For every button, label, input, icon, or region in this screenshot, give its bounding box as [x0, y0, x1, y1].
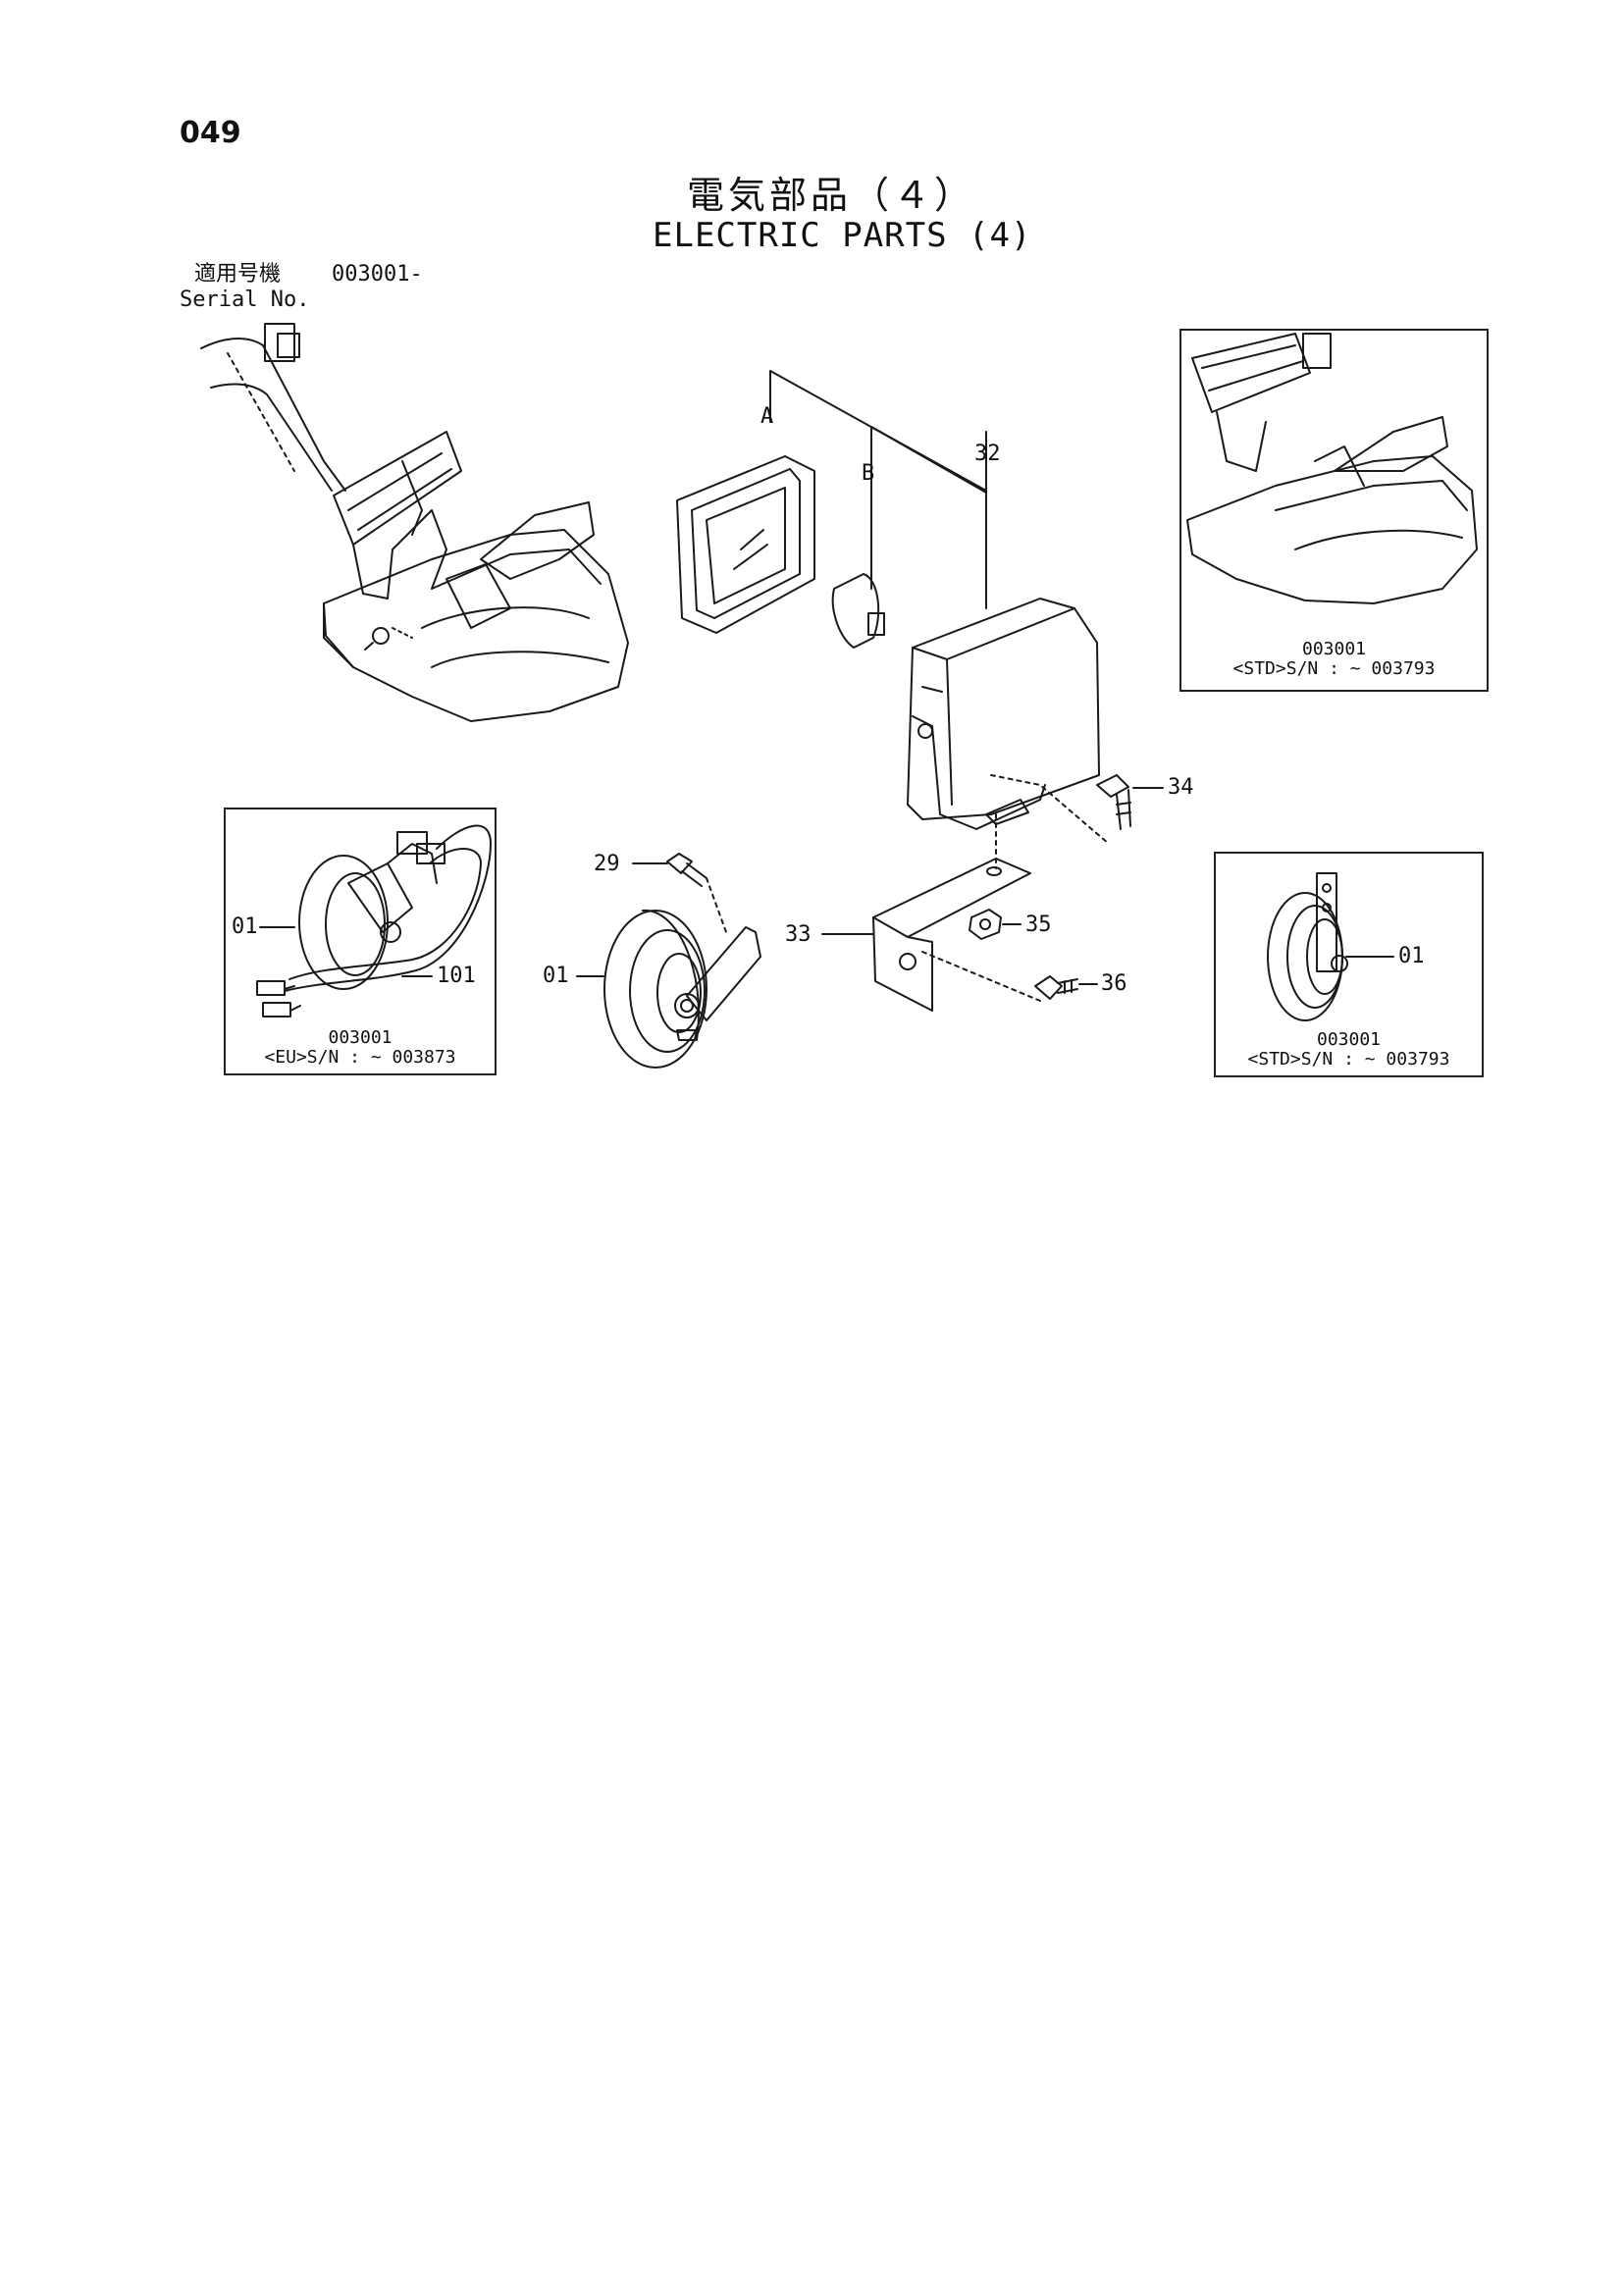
serial-value: 003001-	[332, 262, 423, 287]
title-english: ELECTRIC PARTS (4)	[653, 216, 1032, 255]
bolt-36	[1034, 975, 1098, 1000]
callout-a: A	[760, 404, 774, 429]
excavator-cab-main	[200, 323, 629, 722]
callout-32: 32	[974, 442, 1001, 466]
serial-label-jp: 適用号機	[194, 262, 282, 287]
callout-36: 36	[1101, 971, 1127, 996]
caption-horn-std-serial: 003001	[1316, 1029, 1382, 1050]
callout-34: 34	[1168, 775, 1194, 800]
horn-main	[603, 909, 761, 1069]
nut-35	[969, 909, 1022, 940]
caption-cab-std-serial: 003001	[1301, 639, 1367, 659]
callout-29: 29	[594, 852, 620, 876]
horn-std	[1267, 872, 1348, 1021]
callout-01-std: 01	[1398, 944, 1425, 968]
bolt-29	[632, 853, 727, 933]
title-japanese: 電気部品（４）	[687, 174, 976, 217]
caption-cab-std-range: <STD>S/N : ~ 003793	[1232, 658, 1436, 679]
work-light-assembly	[676, 370, 1110, 869]
caption-horn-eu-range: <EU>S/N : ~ 003873	[264, 1047, 456, 1068]
bracket-33	[872, 858, 1041, 1012]
caption-cab-std: 003001 <STD>S/N : ~ 003793	[1179, 640, 1489, 679]
callout-35: 35	[1025, 913, 1052, 937]
bolt-34	[1096, 774, 1164, 830]
caption-horn-std-range: <STD>S/N : ~ 003793	[1247, 1049, 1450, 1070]
caption-horn-std: 003001 <STD>S/N : ~ 003793	[1214, 1030, 1484, 1070]
callout-101: 101	[437, 964, 476, 988]
caption-horn-eu-serial: 003001	[328, 1027, 393, 1048]
callout-b: B	[862, 461, 875, 486]
caption-horn-eu: 003001 <EU>S/N : ~ 003873	[224, 1028, 497, 1068]
inset-cab-std	[1179, 329, 1489, 692]
inset-horn-eu	[224, 808, 497, 1075]
callout-33: 33	[785, 922, 812, 947]
page-number: 049	[180, 116, 241, 150]
callout-01-eu: 01	[232, 914, 258, 939]
callout-01-main: 01	[543, 964, 569, 988]
inset-horn-std	[1214, 852, 1484, 1077]
horn-eu	[256, 824, 492, 1018]
excavator-cab-std	[1186, 333, 1478, 604]
serial-label-en: Serial No.	[180, 287, 310, 312]
